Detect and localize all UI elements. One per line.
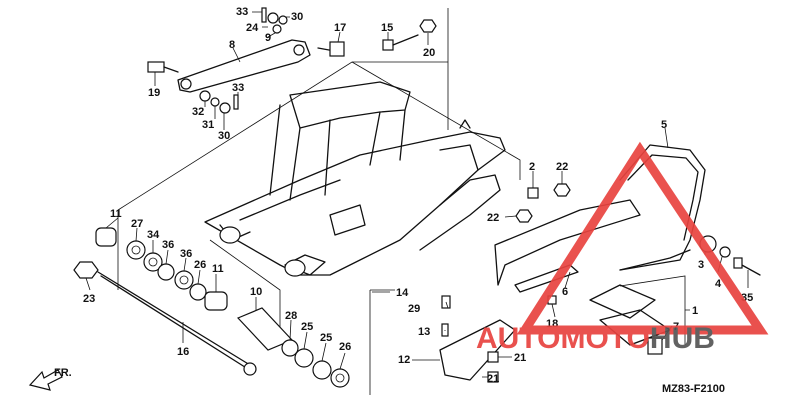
label-part-5: 5 [661,119,667,131]
watermark-brand-part2: HUB [650,322,715,355]
label-part-22: 22 [556,161,568,173]
label-part-36-second: 36 [180,248,192,260]
label-part-6: 6 [562,286,568,298]
label-part-32: 32 [192,106,204,118]
label-part-13: 13 [418,326,430,338]
label-part-17: 17 [334,22,346,34]
label-part-34: 34 [147,229,160,241]
watermark-triangle-icon [516,141,769,335]
watermark: AUTOMOTOHUB [476,141,769,355]
label-part-16: 16 [177,346,189,358]
label-part-21-lower: 21 [487,373,499,385]
label-part-33: 33 [236,6,248,18]
label-part-9: 9 [265,32,271,44]
label-part-21: 21 [514,352,526,364]
label-part-4: 4 [715,278,722,290]
torque-link-assembly [147,7,437,114]
label-part-8: 8 [229,39,235,51]
pivot-components [73,227,350,388]
label-part-14: 14 [396,287,409,299]
label-part-29: 29 [408,303,420,315]
label-part-24: 24 [246,22,259,34]
label-part-33-lower: 33 [232,82,244,94]
label-part-20: 20 [423,47,435,59]
label-part-1: 1 [692,305,698,317]
part-labels: 33 30 24 9 17 15 20 8 19 33 32 31 30 5 2… [83,6,753,385]
label-part-36: 36 [162,239,174,251]
label-part-26: 26 [194,259,206,271]
assembly-outline [117,8,521,395]
watermark-brand: AUTOMOTOHUB [476,322,715,355]
watermark-brand-part1: AUTOMOTO [476,322,650,355]
label-part-19: 19 [148,87,160,99]
label-part-3: 3 [698,259,704,271]
label-part-31: 31 [202,119,214,131]
label-part-15: 15 [381,22,393,34]
label-part-11: 11 [110,208,122,220]
label-part-26-lower: 26 [339,341,351,353]
label-part-11-lower: 11 [212,263,224,275]
label-part-22-lower: 22 [487,212,499,224]
label-part-30-lower: 30 [218,130,230,142]
label-part-2: 2 [529,161,535,173]
front-direction-arrow: FR. [28,367,72,391]
swingarm-frame [204,81,506,277]
label-part-25-second: 25 [320,332,332,344]
front-direction-label: FR. [54,367,72,379]
label-part-12: 12 [398,354,410,366]
label-part-10: 10 [250,286,262,298]
diagram-code: MZ83-F2100 [662,383,725,395]
label-part-28: 28 [285,310,297,322]
label-part-23: 23 [83,293,95,305]
label-part-30: 30 [291,11,303,23]
leader-lines [85,11,749,378]
label-part-25: 25 [301,321,313,333]
label-part-27: 27 [131,218,143,230]
